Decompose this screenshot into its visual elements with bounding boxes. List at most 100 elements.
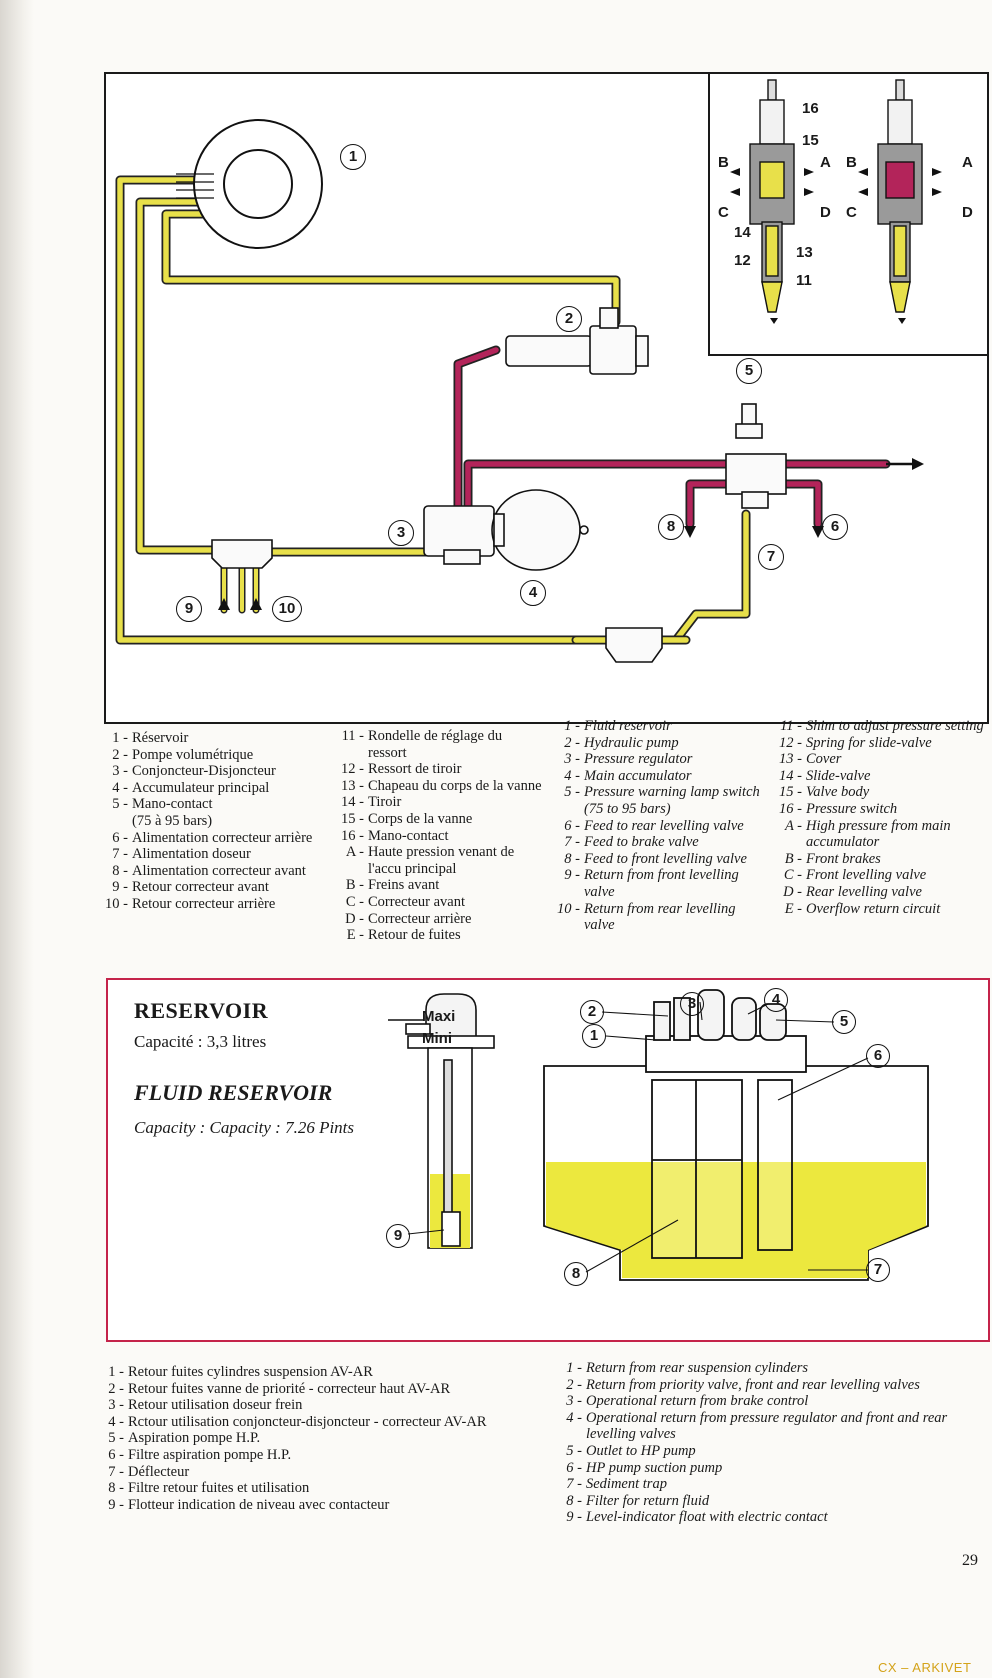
legend-item-text: Alimentation correcteur arrière bbox=[132, 829, 313, 846]
callout-9: 9 bbox=[176, 596, 202, 622]
legend-item: 15 -Valve body bbox=[772, 784, 986, 801]
res-callout-6: 6 bbox=[866, 1044, 890, 1068]
legend-item-number: 1 - bbox=[564, 718, 580, 734]
legend-item: 8 -Filtre retour fuites et utilisation bbox=[98, 1480, 530, 1497]
legend-item-number: 8 - bbox=[564, 850, 580, 867]
legend-item-number: 4 - bbox=[108, 1413, 124, 1430]
legend-item: 4 -Operational return from pressure regu… bbox=[556, 1410, 986, 1443]
legend-item-text: Return from rear suspension cylinders bbox=[586, 1360, 809, 1376]
legend-item: 16 -Pressure switch bbox=[772, 801, 986, 818]
legend-item-text: Freins avant bbox=[368, 877, 440, 894]
inset-port-b-left: B bbox=[718, 154, 729, 171]
legend-item-text: Mano-contact bbox=[132, 796, 213, 813]
legend-item-text: Retour fuites vanne de priorité - correc… bbox=[128, 1380, 451, 1397]
legend-item-text: Conjoncteur-Disjoncteur bbox=[132, 763, 276, 780]
legend-item-number: 11 - bbox=[341, 728, 364, 744]
legend-item: 1 -Return from rear suspension cylinders bbox=[556, 1360, 986, 1377]
reservoir-legend-english: 1 -Return from rear suspension cylinders… bbox=[556, 1360, 986, 1526]
legend-item: 7 -Sediment trap bbox=[556, 1476, 986, 1493]
legend-item-number: B - bbox=[345, 877, 364, 894]
legend-item-number: C - bbox=[783, 867, 802, 884]
legend-item: 11 -Rondelle de réglage du ressort bbox=[334, 728, 542, 761]
legend-item: 6 -Filtre aspiration pompe H.P. bbox=[98, 1447, 530, 1464]
legend-item-number: 14 - bbox=[341, 794, 364, 811]
legend-item-number: 2 - bbox=[108, 1380, 124, 1397]
legend-item: 3 -Pressure regulator bbox=[550, 751, 760, 768]
legend-item: 2 -Return from priority valve, front and… bbox=[556, 1377, 986, 1394]
res-callout-5: 5 bbox=[832, 1010, 856, 1034]
legend-item-number: 1 - bbox=[566, 1360, 582, 1376]
inset-port-a-right: A bbox=[962, 154, 973, 171]
legend-item-number: 8 - bbox=[566, 1492, 582, 1509]
legend-item: 13 -Cover bbox=[772, 751, 986, 768]
legend-item-number: 3 - bbox=[112, 763, 128, 780]
legend-item-number: C - bbox=[345, 893, 364, 910]
res-callout-4: 4 bbox=[764, 988, 788, 1012]
legend-item-number: 1 - bbox=[112, 730, 128, 746]
res-callout-8: 8 bbox=[564, 1262, 588, 1286]
legend-item: 7 -Alimentation doseur bbox=[98, 846, 324, 863]
legend-item-number: 8 - bbox=[112, 862, 128, 879]
callout-2: 2 bbox=[556, 306, 582, 332]
legend-item-number: D - bbox=[345, 910, 364, 927]
legend-item: E -Retour de fuites bbox=[334, 927, 542, 944]
legend-item-number: B - bbox=[784, 850, 802, 867]
legend-item: (75 à 95 bars) bbox=[98, 813, 324, 830]
legend-item-text: Correcteur avant bbox=[368, 893, 466, 910]
legend-item-number bbox=[98, 813, 132, 830]
legend-item-number: 1 - bbox=[108, 1364, 124, 1380]
legend-item-number: 6 - bbox=[566, 1459, 582, 1476]
legend-item: 4 -Accumulateur principal bbox=[98, 780, 324, 797]
legend-item-text: Déflecteur bbox=[128, 1463, 190, 1480]
legend-item-number: 7 - bbox=[108, 1463, 124, 1480]
legend-item-text: Level-indicator float with electric cont… bbox=[586, 1509, 828, 1526]
legend-item-text: Cover bbox=[806, 751, 842, 768]
res-callout-3: 3 bbox=[680, 992, 704, 1016]
legend-item-number: 4 - bbox=[566, 1409, 582, 1426]
legend-item-text: Rondelle de réglage du ressort bbox=[368, 728, 503, 761]
legend-item: 3 -Conjoncteur-Disjoncteur bbox=[98, 763, 324, 780]
legend-item-number: 15 - bbox=[341, 810, 364, 827]
level-max-label: Maxi bbox=[422, 1008, 456, 1025]
legend-item: 16 -Mano-contact bbox=[334, 828, 542, 845]
legend-item-text: Réservoir bbox=[132, 730, 189, 746]
legend-item: 11 -Shim to adjust pressure setting bbox=[772, 718, 986, 735]
legend-item-text: Rctour utilisation conjoncteur-disjoncte… bbox=[128, 1413, 487, 1430]
legend-item-number: D - bbox=[783, 883, 802, 900]
legend-item-text: Feed to rear levelling valve bbox=[584, 817, 744, 834]
legend-item: A -Haute pression venant de l'accu princ… bbox=[334, 844, 542, 877]
inset-callout-14: 14 bbox=[734, 224, 751, 241]
legend-item-number: 9 - bbox=[566, 1509, 582, 1526]
reservoir-capacity-en: Capacity : Capacity : 7.26 Pints bbox=[134, 1118, 355, 1137]
res-callout-1: 1 bbox=[582, 1024, 606, 1048]
legend-item-number: 6 - bbox=[112, 829, 128, 846]
legend-item: C -Correcteur avant bbox=[334, 894, 542, 911]
legend-item-number: 3 - bbox=[564, 751, 580, 768]
callout-3: 3 bbox=[388, 520, 414, 546]
legend-item-number: 10 - bbox=[557, 900, 580, 917]
legend-item-text: Pressure regulator bbox=[584, 751, 693, 768]
legend-item-text: Mano-contact bbox=[368, 827, 449, 844]
legend-item: C -Front levelling valve bbox=[772, 867, 986, 884]
legend-item: B -Freins avant bbox=[334, 877, 542, 894]
inset-port-d-left: D bbox=[820, 204, 831, 221]
legend-item-text: Retour correcteur arrière bbox=[132, 895, 276, 912]
legend-item: 10 -Retour correcteur arrière bbox=[98, 896, 324, 913]
legend-item-text: Pressure switch bbox=[806, 800, 898, 817]
legend-item-text: Tiroir bbox=[368, 794, 402, 811]
legend-item-number: 4 - bbox=[564, 767, 580, 784]
legend-item: 6 -HP pump suction pump bbox=[556, 1460, 986, 1477]
legend-item: 1 -Réservoir bbox=[98, 730, 324, 747]
legend-item-number: 14 - bbox=[779, 767, 802, 784]
legend-item: 14 -Slide-valve bbox=[772, 768, 986, 785]
legend-item: 14 -Tiroir bbox=[334, 794, 542, 811]
legend-item-number: 3 - bbox=[566, 1393, 582, 1410]
legend-item-text: Retour fuites cylindres suspension AV-AR bbox=[128, 1364, 373, 1380]
legend-item: 5 -Pressure warning lamp switch (75 to 9… bbox=[550, 784, 760, 817]
legend-item-text: Alimentation correcteur avant bbox=[132, 862, 306, 879]
legend-item-number: 7 - bbox=[564, 834, 580, 851]
inset-callout-15: 15 bbox=[802, 132, 819, 149]
legend-item-number: 11 - bbox=[780, 718, 802, 734]
